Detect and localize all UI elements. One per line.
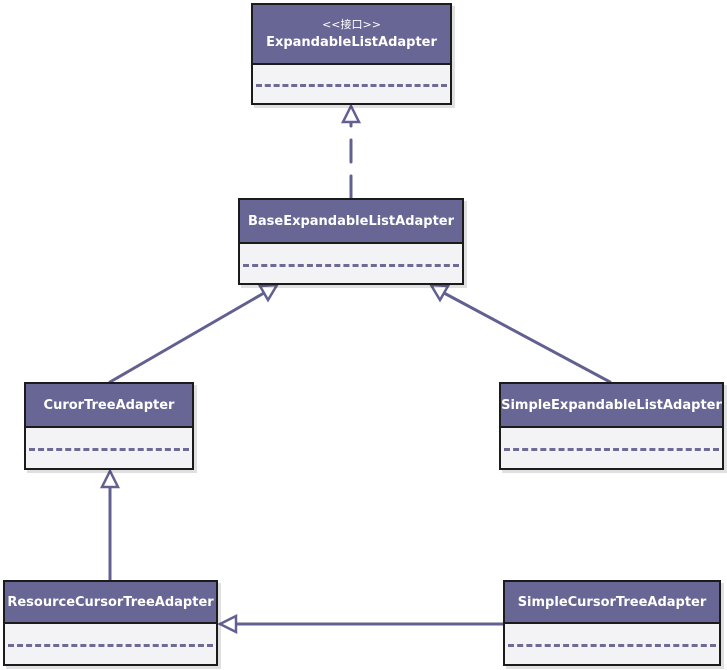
class-header: <<接口>> ExpandableListAdapter <box>253 5 450 65</box>
stereotype-label: <<接口>> <box>322 18 381 31</box>
class-box-simple-expandable-list-adapter[interactable]: SimpleExpandableListAdapter <box>499 382 724 470</box>
class-header: SimpleExpandableListAdapter <box>501 384 722 428</box>
member-separator <box>504 448 719 451</box>
class-name: BaseExpandableListAdapter <box>247 213 455 229</box>
class-header: SimpleCursorTreeAdapter <box>505 582 719 624</box>
class-body <box>501 428 722 468</box>
member-separator <box>8 644 213 647</box>
class-body <box>253 65 450 103</box>
class-name: ExpandableListAdapter <box>266 35 437 50</box>
class-body <box>240 244 462 283</box>
class-name: SimpleCursorTreeAdapter <box>517 594 707 610</box>
edge-simple-expandable-to-base <box>442 291 612 384</box>
arrowhead-curor-tree-adapter <box>99 468 121 489</box>
arrowhead-resource-cursor-tree-adapter <box>217 613 238 635</box>
arrowhead-expandable-list-adapter <box>340 103 362 124</box>
class-header: ResourceCursorTreeAdapter <box>5 582 216 624</box>
class-box-resource-cursor-tree-adapter[interactable]: ResourceCursorTreeAdapter <box>3 580 218 666</box>
member-separator <box>256 84 447 87</box>
class-box-simple-cursor-tree-adapter[interactable]: SimpleCursorTreeAdapter <box>503 580 721 666</box>
class-body <box>26 428 192 468</box>
class-name: ResourceCursorTreeAdapter <box>7 594 214 610</box>
arrowhead-base-right <box>428 283 451 303</box>
member-separator <box>29 448 189 451</box>
edge-curor-to-base <box>108 291 266 384</box>
class-box-base-expandable-list-adapter[interactable]: BaseExpandableListAdapter <box>238 198 464 285</box>
class-name: CurorTreeAdapter <box>43 397 175 413</box>
member-separator <box>243 263 459 267</box>
class-body <box>505 624 719 664</box>
class-name: SimpleExpandableListAdapter <box>501 397 722 413</box>
arrowhead-base-left <box>257 283 280 303</box>
class-box-curor-tree-adapter[interactable]: CurorTreeAdapter <box>24 382 194 470</box>
class-box-expandable-list-adapter[interactable]: <<接口>> ExpandableListAdapter <box>251 3 452 105</box>
class-header: BaseExpandableListAdapter <box>240 200 462 244</box>
class-body <box>5 624 216 664</box>
member-separator <box>508 644 716 647</box>
class-header: CurorTreeAdapter <box>26 384 192 428</box>
